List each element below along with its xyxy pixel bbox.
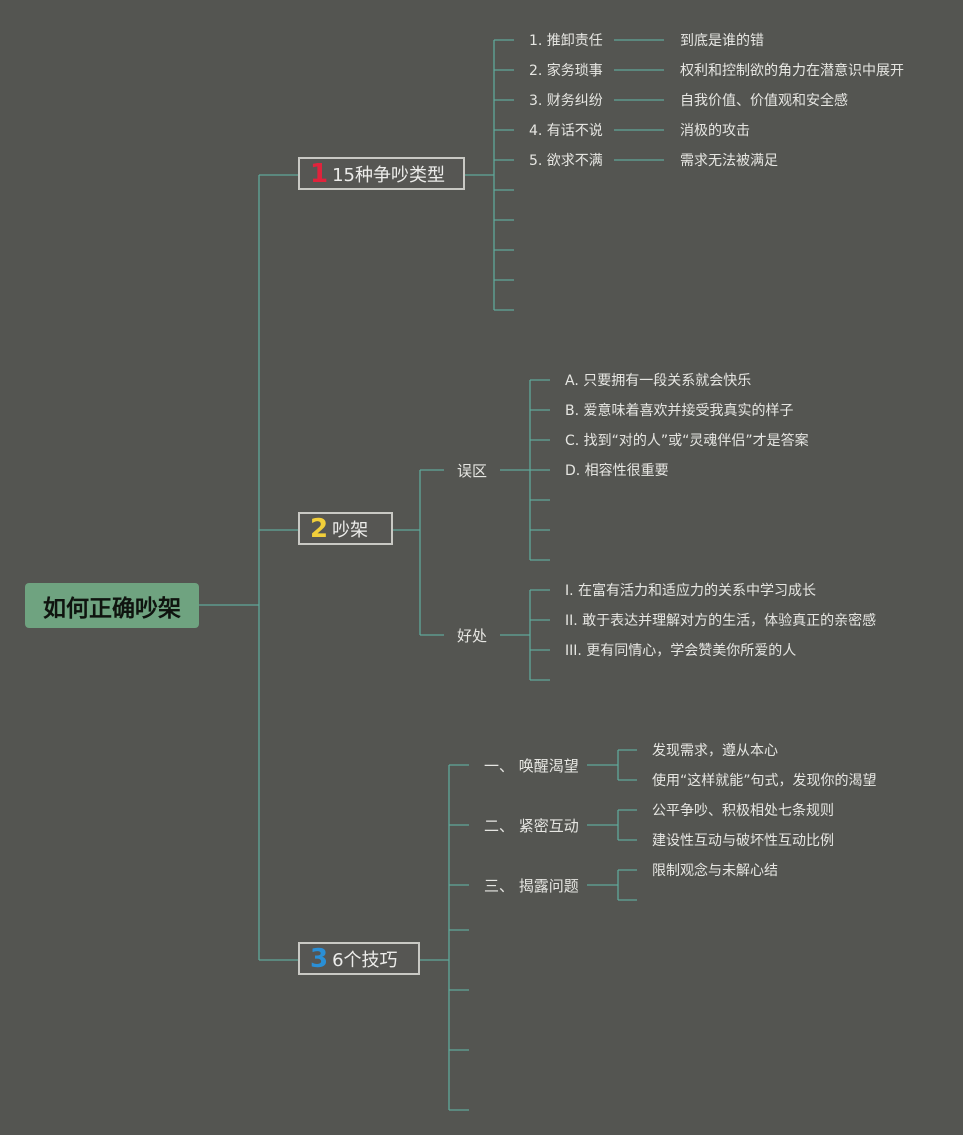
misconception-item[interactable]: B. 爱意味着喜欢并接受我真实的样子: [565, 403, 794, 419]
quarrel-type-item[interactable]: 5. 欲求不满: [529, 153, 603, 169]
branch-label: 吵架: [332, 519, 369, 541]
skill-item[interactable]: 公平争吵、积极相处七条规则: [652, 803, 834, 819]
benefits-node[interactable]: 好处: [457, 627, 488, 645]
branch-quarrel[interactable]: 2 吵架: [298, 512, 393, 545]
quarrel-type-detail[interactable]: 自我价值、价值观和安全感: [680, 93, 848, 109]
root-node[interactable]: 如何正确吵架: [25, 583, 199, 628]
quarrel-type-detail[interactable]: 到底是谁的错: [680, 33, 764, 49]
quarrel-type-item[interactable]: 3. 财务纠纷: [529, 93, 603, 109]
skill-node[interactable]: 一、 唤醒渴望: [484, 757, 579, 775]
branch-label: 15种争吵类型: [332, 164, 445, 186]
misconception-item[interactable]: C. 找到“对的人”或“灵魂伴侣”才是答案: [565, 433, 809, 449]
quarrel-type-item[interactable]: 4. 有话不说: [529, 123, 603, 139]
skill-item[interactable]: 使用“这样就能”句式，发现你的渴望: [652, 773, 877, 789]
branch-number-3: 3: [310, 943, 329, 974]
misconception-item[interactable]: D. 相容性很重要: [565, 463, 669, 479]
skill-item[interactable]: 建设性互动与破坏性互动比例: [652, 833, 834, 849]
misconception-item[interactable]: A. 只要拥有一段关系就会快乐: [565, 373, 752, 389]
quarrel-type-item[interactable]: 1. 推卸责任: [529, 33, 603, 49]
quarrel-type-detail[interactable]: 消极的攻击: [680, 123, 750, 139]
branch-number-2: 2: [310, 513, 329, 544]
skill-item[interactable]: 发现需求，遵从本心: [652, 743, 778, 759]
benefit-item[interactable]: III. 更有同情心，学会赞美你所爱的人: [565, 643, 797, 659]
root-title: 如何正确吵架: [43, 595, 181, 622]
branch-skills[interactable]: 3 6个技巧: [298, 942, 420, 975]
branch-number-1: 1: [310, 158, 329, 189]
branch-label: 6个技巧: [332, 949, 398, 971]
quarrel-type-detail[interactable]: 需求无法被满足: [680, 153, 778, 169]
skill-node[interactable]: 二、 紧密互动: [484, 817, 579, 835]
misconceptions-node[interactable]: 误区: [457, 462, 488, 480]
quarrel-type-detail[interactable]: 权利和控制欲的角力在潜意识中展开: [680, 63, 904, 79]
branch-quarrel-types[interactable]: 1 15种争吵类型: [298, 157, 465, 190]
benefit-item[interactable]: II. 敢于表达并理解对方的生活，体验真正的亲密感: [565, 613, 877, 629]
skill-item[interactable]: 限制观念与未解心结: [652, 863, 778, 879]
quarrel-type-item[interactable]: 2. 家务琐事: [529, 63, 603, 79]
skill-node[interactable]: 三、 揭露问题: [484, 877, 579, 895]
benefit-item[interactable]: I. 在富有活力和适应力的关系中学习成长: [565, 583, 817, 599]
